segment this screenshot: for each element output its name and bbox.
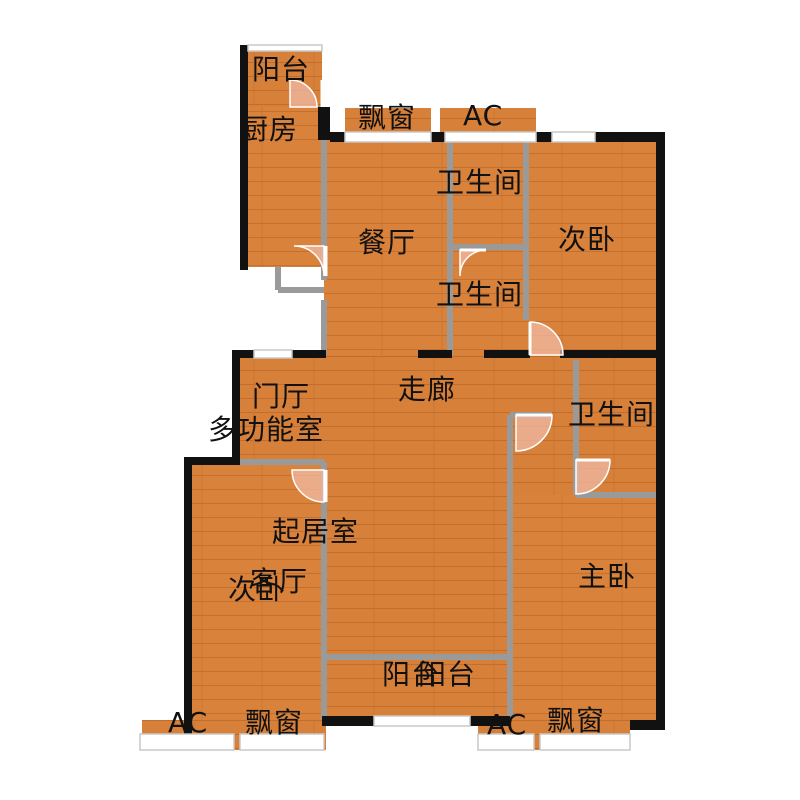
door-left-bedroom — [291, 469, 325, 503]
door-kitchen — [293, 245, 325, 277]
label-master-bedroom: 主卧 — [578, 560, 637, 593]
window-ac-top — [444, 131, 537, 143]
label-ac-top: AC — [463, 99, 504, 132]
door-leaves — [320, 80, 610, 502]
floor-kitchen — [248, 107, 324, 267]
window-bay-bottom-right — [539, 733, 631, 751]
door-master-bath — [575, 459, 611, 495]
label-kitchen: 厨房 — [240, 113, 299, 146]
label-balcony-bottom-a: 阳台 — [382, 658, 441, 691]
label-second-bedroom-left: 次卧 — [228, 573, 287, 606]
window-balcony-top — [247, 44, 323, 52]
label-corridor: 走廊 — [398, 373, 457, 406]
floor-master — [510, 495, 656, 720]
label-bathroom-2: 卫生间 — [436, 278, 524, 311]
door-bedroom-right — [529, 321, 564, 356]
label-bathroom-1: 卫生间 — [436, 166, 524, 199]
floor-living — [324, 495, 510, 720]
window-balcony-bottom — [373, 715, 471, 727]
label-bay-window-bottom-right: 飘窗 — [547, 704, 606, 737]
door-balcony-top — [289, 79, 318, 108]
label-multi-function: 多功能室 — [208, 413, 325, 446]
door-swings — [289, 79, 611, 503]
label-ac-bottom-left: AC — [168, 706, 209, 739]
label-balcony-top: 阳台 — [252, 53, 311, 86]
windows — [139, 44, 631, 751]
label-bathroom-3: 卫生间 — [568, 398, 656, 431]
window-foyer — [253, 349, 293, 359]
label-ac-bottom-right: AC — [487, 708, 528, 741]
label-balcony-bottom-b: 阳台 — [418, 658, 477, 691]
label-foyer: 门厅 — [252, 380, 311, 413]
label-second-bedroom-right: 次卧 — [558, 223, 617, 256]
window-ac-bottom-right — [477, 733, 535, 751]
window-top-bay — [344, 131, 432, 143]
exterior-walls — [184, 45, 665, 737]
door-master — [515, 414, 553, 452]
interior-partitions — [240, 140, 656, 720]
label-guest-hall: 客厅 — [250, 565, 309, 598]
label-living-room: 起居室 — [272, 515, 360, 548]
window-bedroom-top — [551, 131, 596, 143]
floor-left-bedroom — [192, 465, 324, 720]
label-bay-window-bottom-left: 飘窗 — [245, 706, 304, 739]
label-bay-window-top: 飘窗 — [358, 101, 417, 134]
floor-ac-top — [440, 108, 536, 134]
window-bay-bottom-left — [239, 733, 325, 751]
label-dining: 餐厅 — [358, 226, 417, 259]
window-ac-bottom-left — [139, 733, 235, 751]
